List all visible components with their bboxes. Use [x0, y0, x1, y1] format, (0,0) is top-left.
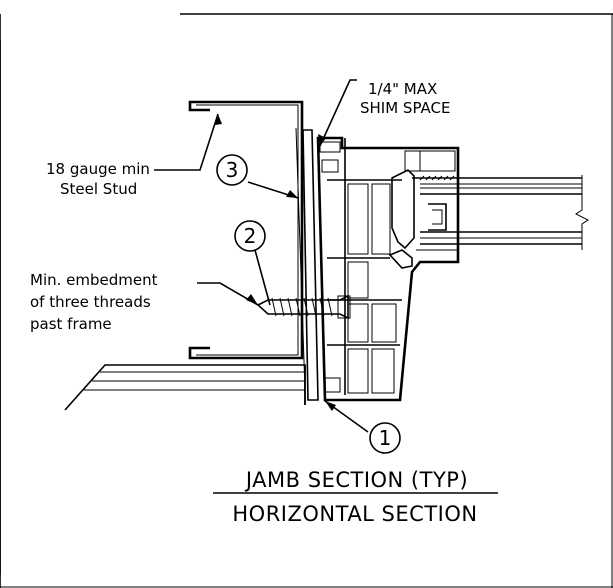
callout-1-number: 1: [379, 426, 392, 450]
callout-2-number: 2: [244, 224, 257, 248]
drawing-title-line1: JAMB SECTION (TYP): [244, 468, 468, 492]
window-frame: [316, 136, 460, 402]
shim-note-line2: SHIM SPACE: [360, 99, 451, 117]
callout-1: 1: [369, 422, 401, 454]
callout-3-number: 3: [226, 158, 239, 182]
sill-wedge: [64, 364, 306, 411]
steel-stud: [188, 100, 304, 360]
leader-lines: [154, 79, 369, 433]
drawing-title-line2: HORIZONTAL SECTION: [232, 502, 477, 526]
stud-note-line2: Steel Stud: [60, 180, 137, 198]
sheet-border: [0, 13, 613, 588]
shim-note-line1: 1/4" MAX: [368, 80, 437, 98]
stud-note-line1: 18 gauge min: [46, 160, 150, 178]
embedment-note-line1: Min. embedment: [30, 271, 158, 289]
embedment-note-line3: past frame: [30, 315, 112, 333]
glass-unit: [412, 175, 589, 250]
embedment-note-line2: of three threads: [30, 293, 151, 311]
callout-2: 2: [234, 220, 266, 252]
screw: [256, 294, 351, 320]
callout-3: 3: [216, 154, 248, 186]
